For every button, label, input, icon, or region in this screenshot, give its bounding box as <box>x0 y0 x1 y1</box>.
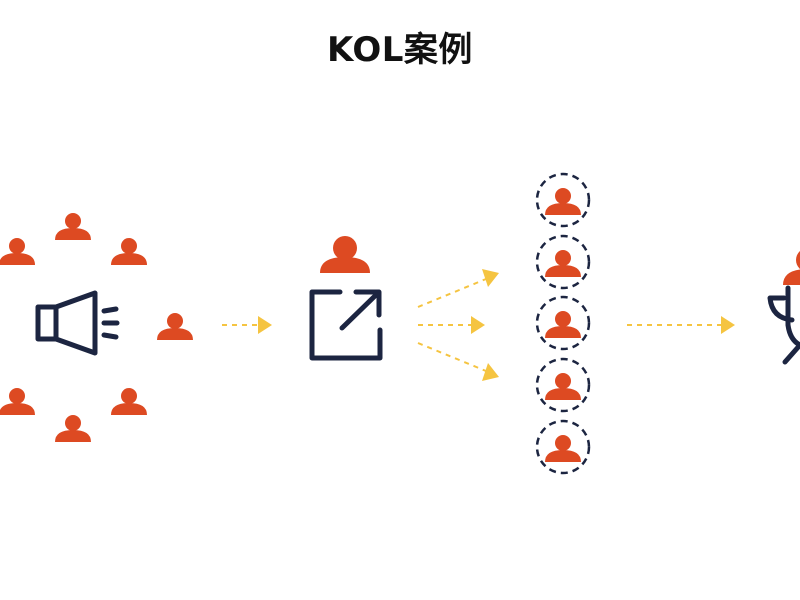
person-icon <box>111 238 147 265</box>
person-icon <box>545 188 581 215</box>
dashed-circle <box>535 234 591 290</box>
arrow-broadcast-to-share <box>222 316 272 334</box>
fanout-arrows <box>417 269 499 381</box>
trophy-icon <box>767 285 800 365</box>
megaphone-icon <box>35 290 120 356</box>
person-icon <box>55 415 91 442</box>
dashed-circle <box>535 419 591 475</box>
arrow-share-to-reach-mid <box>418 316 485 334</box>
person-icon <box>320 236 370 273</box>
reached-person <box>535 172 591 228</box>
person-icon <box>55 213 91 240</box>
arrow-share-to-reach-bottom <box>417 342 499 381</box>
broadcast-stage <box>0 213 193 442</box>
share-stage <box>309 236 383 361</box>
person-icon <box>545 435 581 462</box>
person-icon <box>545 373 581 400</box>
person-icon <box>783 248 800 285</box>
dashed-circle <box>535 357 591 413</box>
person-icon <box>545 311 581 338</box>
person-icon <box>545 250 581 277</box>
arrow-reach-to-reward <box>627 316 735 334</box>
reached-person <box>535 357 591 413</box>
reached-person <box>535 295 591 351</box>
reward-stage <box>767 248 800 365</box>
reached-person <box>535 234 591 290</box>
person-icon <box>111 388 147 415</box>
person-icon <box>0 388 35 415</box>
dashed-circle <box>535 172 591 228</box>
share-icon <box>309 289 383 361</box>
person-icon <box>0 238 35 265</box>
person-icon <box>157 313 193 340</box>
reach-stage <box>535 172 591 475</box>
page-title: KOL案例 <box>327 30 473 70</box>
dashed-circle <box>535 295 591 351</box>
arrow-share-to-reach-top <box>417 269 499 308</box>
reached-person <box>535 419 591 475</box>
